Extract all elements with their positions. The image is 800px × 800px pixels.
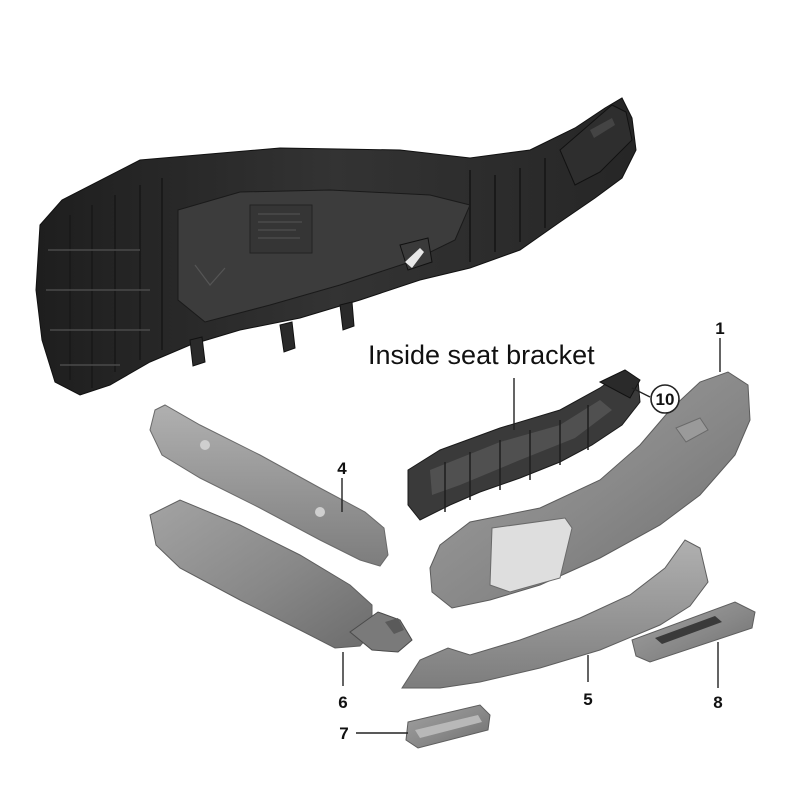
leader-lines [341, 338, 721, 734]
callout-10: 10 [656, 390, 675, 409]
outer-seat-bracket [35, 97, 637, 396]
part-8-clip [631, 601, 756, 663]
part-7-clip [405, 704, 491, 749]
inside-seat-bracket-annotation: Inside seat bracket [368, 340, 595, 370]
callout-1: 1 [715, 319, 724, 338]
inside-seat-bracket [407, 369, 641, 521]
callout-8: 8 [713, 693, 722, 712]
part-4-trim-strip [149, 404, 389, 567]
part-5-sill-trim [401, 539, 709, 689]
callout-6: 6 [338, 693, 347, 712]
callout-5: 5 [583, 690, 592, 709]
callout-10-circle [650, 384, 680, 414]
part-6-trim-cover [149, 499, 413, 653]
callout-4: 4 [337, 459, 347, 478]
leader-10 [631, 387, 651, 398]
part-1-side-panel [429, 371, 751, 609]
callout-7: 7 [339, 724, 348, 743]
